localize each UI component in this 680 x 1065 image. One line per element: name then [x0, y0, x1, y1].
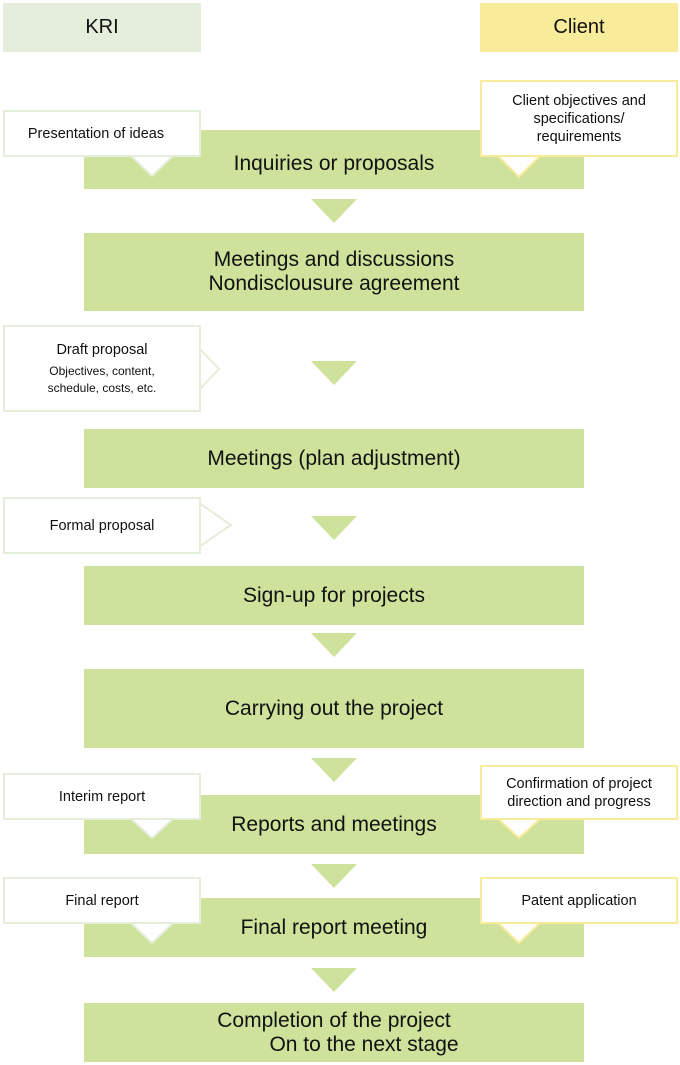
callout-title: Draft proposal [56, 341, 148, 358]
callout-text: Formal proposal [49, 517, 155, 534]
step-meetings-discussions: Meetings and discussions Nondisclousure … [84, 233, 584, 311]
step-label: Reports and meetings [231, 812, 437, 836]
callout-text: Interim report [58, 788, 146, 805]
down-arrow [311, 968, 357, 992]
down-arrow [311, 361, 357, 385]
step-carrying-out: Carrying out the project [84, 669, 584, 748]
callout-final-report: Final report [3, 877, 201, 924]
step-label: Meetings (plan adjustment) [207, 446, 461, 470]
callout-text: Client objectives and [512, 92, 646, 109]
step-label: Carrying out the project [224, 696, 444, 720]
callout-formal-proposal: Formal proposal [3, 497, 201, 554]
kri-column-header: KRI [3, 3, 201, 52]
callout-confirmation: Confirmation of project direction and pr… [480, 765, 678, 820]
callout-text: Presentation of ideas [27, 125, 165, 142]
step-label: Sign-up for projects [242, 583, 426, 607]
client-header-label: Client [553, 16, 605, 38]
step-label: Nondisclousure agreement [208, 272, 460, 295]
callout-text: requirements [536, 128, 622, 145]
callout-text: specifications/ [533, 110, 625, 127]
callout-client-objectives: Client objectives and specifications/ re… [480, 80, 678, 157]
callout-detail: schedule, costs, etc. [47, 380, 157, 395]
step-completion: Completion of the project On to the next… [84, 1003, 584, 1062]
down-arrow [311, 864, 357, 888]
callout-interim-report: Interim report [3, 773, 201, 820]
callout-tail [198, 345, 221, 393]
step-label: Inquiries or proposals [233, 151, 435, 175]
step-label: Completion of the project [217, 1008, 451, 1032]
callout-tail [198, 501, 233, 549]
step-sign-up: Sign-up for projects [84, 566, 584, 625]
callout-patent-application: Patent application [480, 877, 678, 924]
callout-text: Confirmation of project [506, 775, 652, 792]
step-plan-adjustment: Meetings (plan adjustment) [84, 429, 584, 488]
step-label: On to the next stage [269, 1032, 459, 1056]
step-label: Meetings and discussions [213, 248, 455, 271]
callout-text: Final report [65, 892, 139, 909]
down-arrow [311, 199, 357, 223]
callout-presentation-of-ideas: Presentation of ideas [3, 110, 201, 157]
callout-draft-proposal: Draft proposal Objectives, content, sche… [3, 325, 201, 412]
client-column-header: Client [480, 3, 678, 52]
callout-text: direction and progress [507, 793, 651, 810]
down-arrow [311, 633, 357, 657]
callout-text: Patent application [521, 892, 637, 909]
down-arrow [311, 758, 357, 782]
kri-header-label: KRI [85, 16, 119, 38]
down-arrow [311, 516, 357, 540]
step-label: Final report meeting [240, 915, 428, 939]
callout-detail: Objectives, content, [49, 363, 155, 378]
